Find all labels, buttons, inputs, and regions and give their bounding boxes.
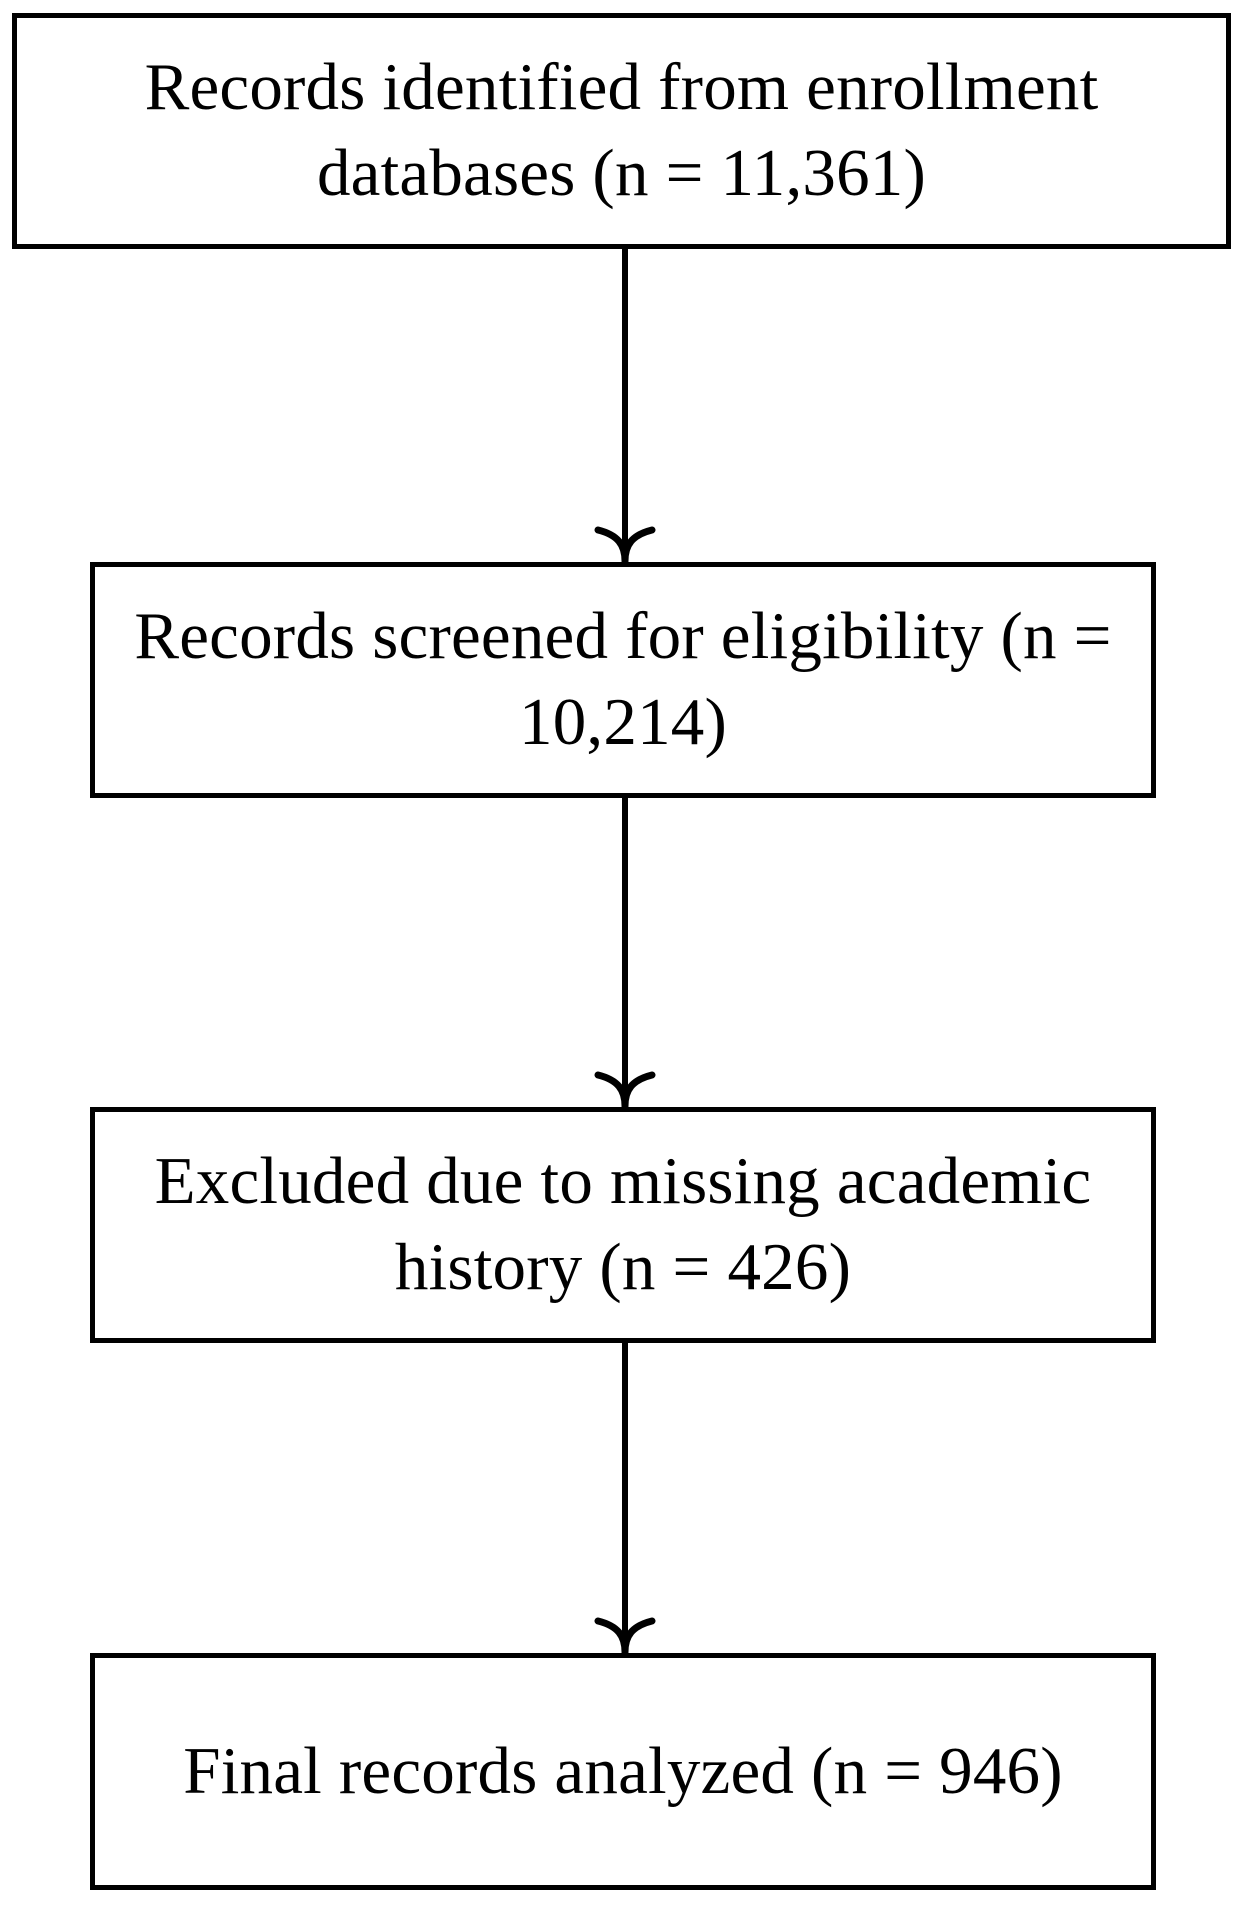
flow-node-records-screened: Records screened for eligibility (n = 10… <box>90 562 1156 798</box>
flow-arrow-identified-to-screened <box>594 249 656 565</box>
flow-node-label-final-analyzed: Final records analyzed (n = 946) <box>183 1733 1063 1808</box>
flow-node-label-records-screened: Records screened for eligibility (n = 10… <box>134 599 1112 759</box>
flow-node-label-records-identified: Records identified from enrollment datab… <box>144 50 1099 210</box>
flow-arrow-excluded-to-analyzed <box>594 1343 656 1656</box>
flow-node-final-analyzed: Final records analyzed (n = 946) <box>90 1653 1156 1890</box>
flow-node-records-identified: Records identified from enrollment datab… <box>12 13 1231 249</box>
flow-node-excluded: Excluded due to missing academic history… <box>90 1107 1156 1343</box>
flow-node-label-excluded: Excluded due to missing academic history… <box>154 1144 1092 1304</box>
flow-arrow-screened-to-excluded <box>594 798 656 1110</box>
